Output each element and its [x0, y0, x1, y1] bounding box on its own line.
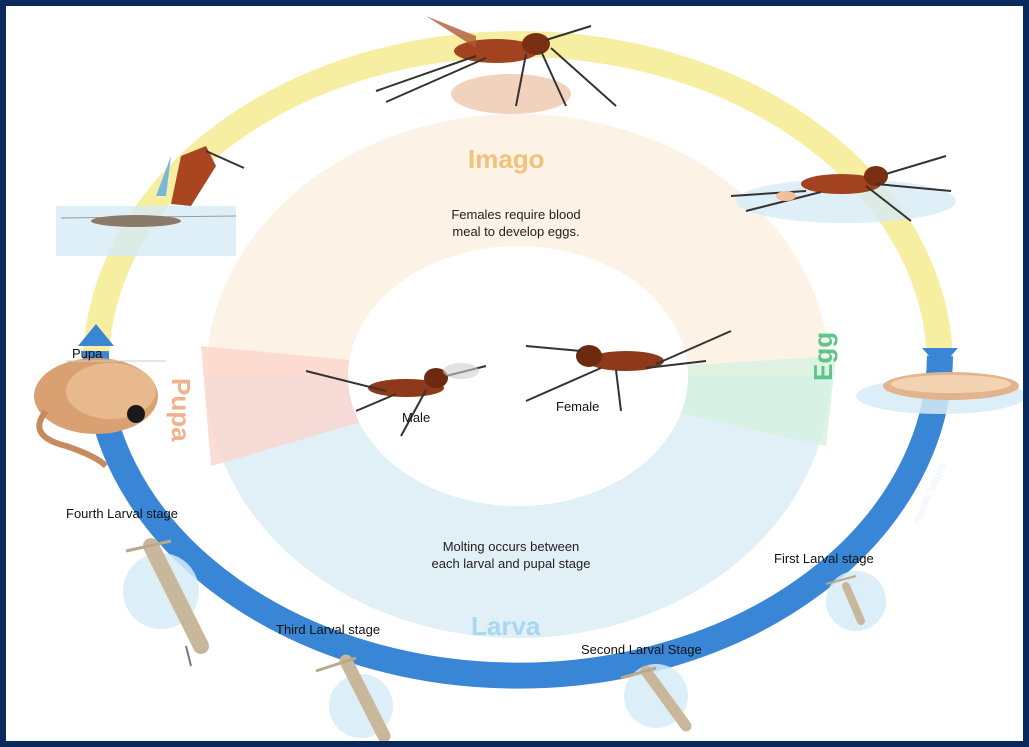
stage-label-pupa: Pupa — [165, 378, 196, 442]
larva-note: Molting occurs between each larval and p… — [386, 538, 636, 572]
larva-note-line1: Molting occurs between — [386, 538, 636, 555]
pupa-icon — [34, 358, 166, 466]
stage-label-egg: Egg — [808, 332, 839, 381]
third-larval-label: Third Larval stage — [276, 622, 380, 637]
imago-note-line1: Females require blood — [406, 206, 626, 223]
second-larval-label: Second Larval Stage — [581, 642, 702, 657]
imago-note-line2: meal to develop eggs. — [406, 223, 626, 240]
first-larval-label: First Larval stage — [774, 551, 874, 566]
first-larva-icon — [826, 571, 886, 631]
pupa-small-label: Pupa — [72, 346, 102, 361]
fourth-larval-label: Fourth Larval stage — [66, 506, 178, 521]
male-label: Male — [402, 410, 430, 425]
second-larva-icon — [621, 664, 688, 728]
stage-label-larva: Larva — [471, 611, 540, 642]
larva-note-line2: each larval and pupal stage — [386, 555, 636, 572]
stage-label-imago: Imago — [468, 144, 545, 175]
center-disc — [348, 246, 688, 506]
imago-note: Females require blood meal to develop eg… — [406, 206, 626, 240]
female-label: Female — [556, 399, 599, 414]
egg-raft-icon — [856, 372, 1026, 414]
